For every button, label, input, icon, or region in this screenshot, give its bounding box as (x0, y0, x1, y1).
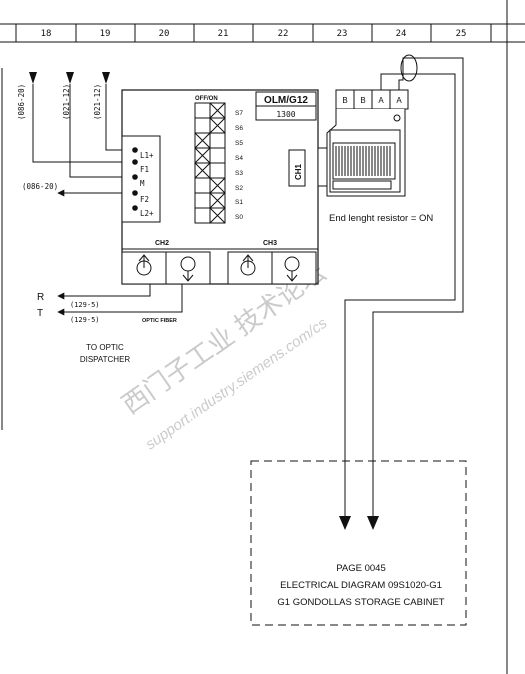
dispatcher-label-2: DISPATCHER (80, 355, 131, 364)
incoming-wires: (086-20) (021-12) (021-12) (17, 72, 135, 178)
pin-label: B (342, 96, 347, 105)
terminal-f2: F2 (140, 195, 149, 204)
switch-label: S0 (235, 214, 243, 221)
column-number: 21 (218, 29, 229, 39)
resistor-note: End lenght resistor = ON (329, 213, 433, 224)
ref-021-12-a: (021-12) (62, 84, 71, 120)
ref-r: (129-5) (70, 301, 100, 309)
terminal-block (121, 135, 161, 223)
column-number: 22 (278, 29, 289, 39)
optic-receive-icon (284, 256, 300, 282)
optic-transmit-icon (136, 254, 152, 276)
column-number: 18 (41, 29, 52, 39)
switch-label: S7 (235, 110, 243, 117)
signal-r: R (37, 292, 44, 303)
bus-cable (344, 54, 464, 518)
terminal-l1: L1+ (140, 151, 154, 160)
ch2-label: CH2 (155, 240, 169, 247)
dip-switch-bank (194, 102, 226, 224)
column-number: 20 (159, 29, 170, 39)
model-code: 1300 (276, 110, 295, 119)
arrowhead-down-icon (339, 516, 351, 530)
model-name: OLM/G12 (264, 95, 308, 106)
terminal-l2: L2+ (140, 209, 154, 218)
ref-021-12-b: (021-12) (93, 84, 102, 120)
page-ref-line3: G1 GONDOLLAS STORAGE CABINET (277, 597, 444, 608)
ch1-label: CH1 (294, 163, 303, 180)
switch-label: S6 (235, 125, 243, 132)
column-number: 23 (337, 29, 348, 39)
ch1-port (288, 149, 306, 187)
arrowhead-down-icon (66, 72, 74, 84)
ref-086-20-out: (086-20) (22, 182, 58, 191)
arrowhead-down-icon (367, 516, 379, 530)
arrowhead-down-icon (29, 72, 37, 84)
switch-label: S2 (235, 185, 243, 192)
column-number: 24 (396, 29, 407, 39)
dsub-plug (317, 147, 328, 187)
switch-label: S5 (235, 140, 243, 147)
terminal-f1: F1 (140, 165, 149, 174)
optic-fiber-label: OPTIC FIBER (142, 318, 177, 324)
pin-label: A (396, 96, 402, 105)
terminal-m: M (140, 179, 145, 188)
ref-086-20: (086-20) (17, 84, 26, 120)
switch-label: S3 (235, 170, 243, 177)
olm-module: OLM/G12 1300 L1+ F1 M F2 L2+ OFF/ON (121, 89, 319, 285)
bus-connector: B B A A (317, 89, 409, 197)
screw-icon (393, 114, 401, 122)
page-ref-line1: PAGE 0045 (336, 563, 385, 574)
page-ref-line2: ELECTRICAL DIAGRAM 09S1020-G1 (280, 580, 442, 591)
fiber-links: R T (129-5) (129-5) OPTIC FIBER TO OPTIC… (37, 284, 183, 364)
pin-label: A (378, 96, 384, 105)
switch-header: OFF/ON (195, 96, 218, 102)
column-number: 19 (100, 29, 111, 39)
column-number: 25 (456, 29, 467, 39)
page-reference-box (250, 460, 467, 626)
dispatcher-label-1: TO OPTIC (86, 343, 124, 352)
switch-label: S4 (235, 155, 243, 162)
ch3-label: CH3 (263, 240, 277, 247)
ref-t: (129-5) (70, 316, 100, 324)
pin-label: B (360, 96, 365, 105)
watermark: 西门子工业 技术论坛 support.industry.siemens.com/… (116, 257, 331, 453)
optic-transmit-icon (240, 254, 256, 276)
arrowhead-down-icon (102, 72, 110, 84)
switch-label: S1 (235, 199, 243, 206)
signal-t: T (37, 308, 43, 319)
optic-receive-icon (180, 256, 196, 282)
